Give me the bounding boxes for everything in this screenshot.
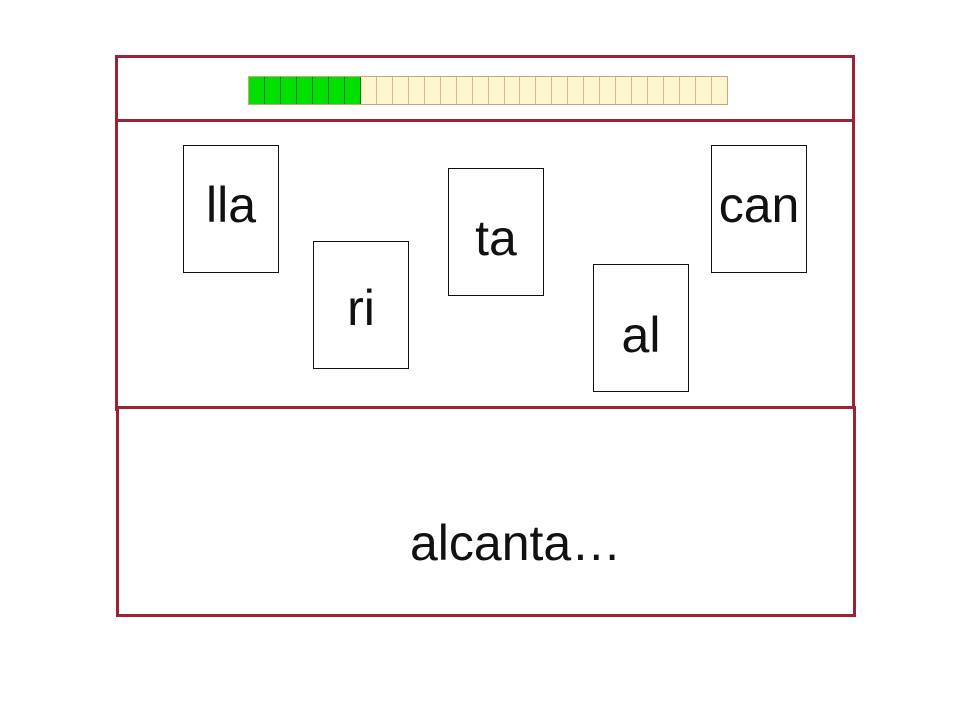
progress-segment-filled xyxy=(312,77,329,104)
progress-segment-empty xyxy=(408,77,425,104)
progress-segment-empty xyxy=(456,77,473,104)
progress-segment-empty xyxy=(648,77,665,104)
progress-segment-empty xyxy=(536,77,553,104)
progress-segment-empty xyxy=(696,77,713,104)
progress-segment-empty xyxy=(680,77,697,104)
progress-segment-filled xyxy=(296,77,313,104)
progress-segment-empty xyxy=(376,77,393,104)
syllable-card-can[interactable]: can xyxy=(711,145,807,273)
progress-segment-empty xyxy=(600,77,617,104)
progress-segment-filled xyxy=(328,77,345,104)
progress-segment-filled xyxy=(249,77,265,104)
syllable-card-label: lla xyxy=(205,177,257,233)
progress-bar xyxy=(248,76,728,105)
syllable-card-label: can xyxy=(718,177,800,233)
progress-segment-empty xyxy=(472,77,489,104)
progress-segment-empty xyxy=(632,77,649,104)
answer-word: alcanta… xyxy=(410,515,622,571)
progress-segment-empty xyxy=(424,77,441,104)
progress-segment-empty xyxy=(616,77,633,104)
progress-segment-empty xyxy=(712,77,728,104)
syllable-card-label: ta xyxy=(475,210,517,266)
syllable-card-ta[interactable]: ta xyxy=(448,168,544,296)
syllable-card-al[interactable]: al xyxy=(593,264,689,392)
progress-segment-empty xyxy=(664,77,681,104)
progress-segment-empty xyxy=(440,77,457,104)
progress-segment-empty xyxy=(584,77,601,104)
progress-segment-empty xyxy=(488,77,505,104)
progress-segment-empty xyxy=(568,77,585,104)
syllable-card-ri[interactable]: ri xyxy=(313,241,409,369)
progress-segment-filled xyxy=(264,77,281,104)
progress-segment-filled xyxy=(280,77,297,104)
progress-segment-empty xyxy=(360,77,377,104)
progress-segment-empty xyxy=(504,77,521,104)
answer-panel xyxy=(116,406,856,617)
progress-segment-empty xyxy=(552,77,569,104)
progress-segment-empty xyxy=(520,77,537,104)
syllable-card-label: al xyxy=(621,307,661,363)
syllable-card-label: ri xyxy=(347,280,375,336)
progress-segment-empty xyxy=(392,77,409,104)
syllable-card-lla[interactable]: lla xyxy=(183,145,279,273)
progress-segment-filled xyxy=(344,77,361,104)
